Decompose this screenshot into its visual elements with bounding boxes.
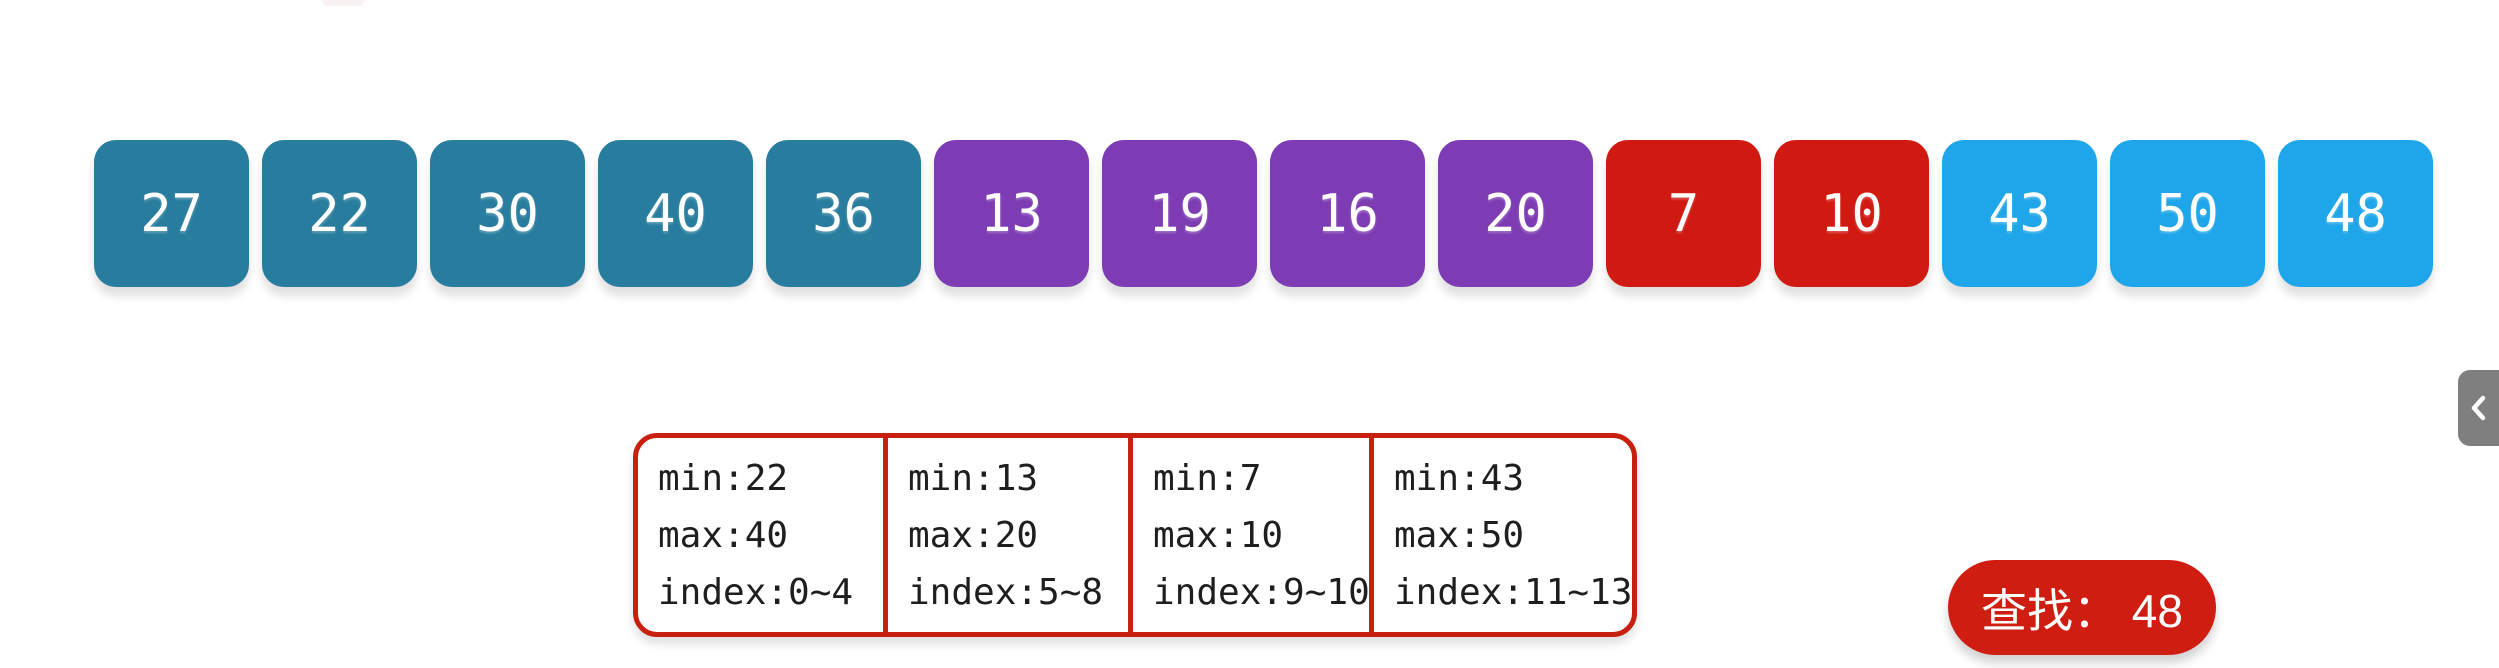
cell-min-line: min:22: [658, 457, 789, 499]
cell-max-line: max:20: [908, 514, 1039, 556]
cell-max-line: max:10: [1153, 514, 1284, 556]
array-block-27: 27: [94, 140, 249, 287]
cell-max-line: max:40: [658, 514, 789, 556]
cell-index-line: index:0~4: [658, 571, 854, 613]
cell-index-line: index:5~8: [908, 571, 1104, 613]
index-table-cell-2: min:7 max:10 index:9~10: [1133, 438, 1374, 632]
index-table: min:22 max:40 index:0~4 min:13 max:20 index:5…: [633, 433, 1637, 637]
array-block-22: 22: [262, 140, 417, 287]
cell-min-line: min:7: [1153, 457, 1262, 499]
index-table-cell-1: min:13 max:20 index:5~8: [888, 438, 1133, 632]
array-block-50: 50: [2110, 140, 2265, 287]
top-clipped-remnant: [322, 0, 364, 6]
search-button[interactable]: 查找： 48: [1948, 560, 2216, 655]
cell-max-line: max:50: [1394, 514, 1525, 556]
cell-min-line: min:43: [1394, 457, 1525, 499]
cell-index-line: index:11~13: [1394, 571, 1633, 613]
array-block-13: 13: [934, 140, 1089, 287]
array-block-43: 43: [1942, 140, 2097, 287]
array-block-20: 20: [1438, 140, 1593, 287]
array-block-36: 36: [766, 140, 921, 287]
array-block-19: 19: [1102, 140, 1257, 287]
array-block-7: 7: [1606, 140, 1761, 287]
cell-min-line: min:13: [908, 457, 1039, 499]
array-block-48: 48: [2278, 140, 2433, 287]
chevron-left-icon: [2466, 391, 2492, 425]
array-block-10: 10: [1774, 140, 1929, 287]
index-table-cell-0: min:22 max:40 index:0~4: [638, 438, 888, 632]
array-block-40: 40: [598, 140, 753, 287]
index-table-cell-3: min:43 max:50 index:11~13: [1374, 438, 1632, 632]
cell-index-line: index:9~10: [1153, 571, 1370, 613]
search-button-label: 查找： 48: [1981, 584, 2183, 637]
array-block-16: 16: [1270, 140, 1425, 287]
panel-toggle-button[interactable]: [2458, 370, 2499, 446]
array-block-30: 30: [430, 140, 585, 287]
